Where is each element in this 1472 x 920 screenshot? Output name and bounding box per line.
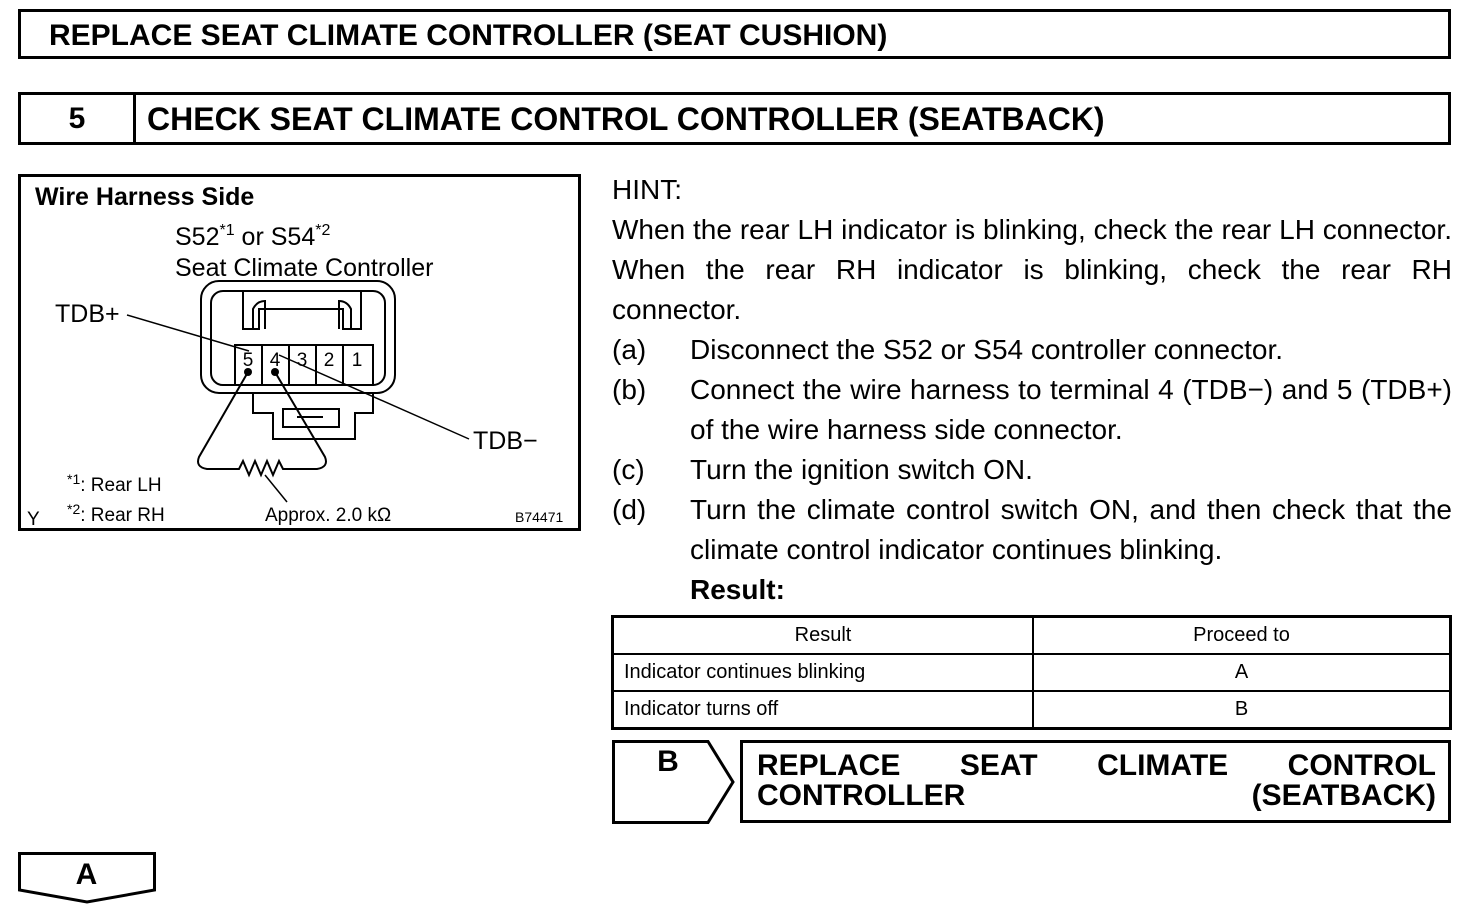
step-label: (d) <box>612 494 647 525</box>
hint-text: When the rear LH indicator is blinking, … <box>612 214 1452 325</box>
step-item: (c) Turn the ignition switch ON. <box>612 450 1452 490</box>
resistance-leader <box>264 474 288 503</box>
top-title: REPLACE SEAT CLIMATE CONTROLLER (SEAT CU… <box>49 19 888 52</box>
step-label: (c) <box>612 454 645 485</box>
note-rear-rh: *2: Rear RH <box>67 501 165 526</box>
step-text: Turn the ignition switch ON. <box>690 454 1033 485</box>
step-header: 5 CHECK SEAT CLIMATE CONTROL CONTROLLER … <box>18 92 1451 145</box>
result-label: Result: <box>690 574 785 605</box>
step-text: Disconnect the S52 or S54 controller con… <box>690 334 1284 365</box>
table-header: Result <box>611 615 1034 655</box>
pin-label: 2 <box>324 350 335 371</box>
instructions: HINT: When the rear LH indicator is blin… <box>612 170 1452 610</box>
step-item: (a) Disconnect the S52 or S54 controller… <box>612 330 1452 370</box>
pin-label: 1 <box>352 350 363 371</box>
result-label-row: Result: <box>612 570 1452 610</box>
label-tdb-minus: TDB− <box>473 427 538 455</box>
note-rear-lh: *1: Rear LH <box>67 471 162 496</box>
table-cell: Indicator continues blinking <box>611 653 1034 692</box>
pin-numbers: 5 4 3 2 1 <box>243 350 363 371</box>
outcome-b-arrow <box>612 740 735 824</box>
meter-lead-wires <box>197 371 327 478</box>
outcome-b-action: REPLACE SEAT CLIMATE CONTROL CONTROLLER … <box>757 749 1436 812</box>
step-item: (d) Turn the climate control switch ON, … <box>612 490 1452 570</box>
outcome-a-arrow <box>18 852 156 904</box>
table-cell: A <box>1032 653 1452 692</box>
step-title: CHECK SEAT CLIMATE CONTROL CONTROLLER (S… <box>147 101 1105 137</box>
table-cell: Indicator turns off <box>611 690 1034 730</box>
table-cell: B <box>1032 690 1452 730</box>
connector-title: S52*1 or S54*2 <box>175 222 330 251</box>
outcome-b-label: B <box>657 745 679 778</box>
outcome-b-action-box: REPLACE SEAT CLIMATE CONTROL CONTROLLER … <box>740 740 1451 823</box>
hint-label: HINT: <box>612 174 682 205</box>
pin-label: 5 <box>243 350 254 371</box>
outcome-a-label: A <box>75 858 98 891</box>
top-title-box: REPLACE SEAT CLIMATE CONTROLLER (SEAT CU… <box>18 9 1451 59</box>
step-text: Turn the climate control switch ON, and … <box>690 494 1452 565</box>
connector-illustration: Wire Harness Side S52*1 or S54*2 Seat Cl… <box>27 183 563 528</box>
table-header-row: Result Proceed to <box>611 615 1452 655</box>
step-label: (b) <box>612 374 647 405</box>
tdb-plus-leader <box>126 314 250 352</box>
connector-body <box>200 280 396 440</box>
step-item: (b) Connect the wire harness to terminal… <box>612 370 1452 450</box>
corner-letter: Y <box>27 509 40 528</box>
connector-subtitle: Seat Climate Controller <box>175 254 433 282</box>
tdb-minus-leader <box>278 354 470 440</box>
result-table: Result Proceed to Indicator continues bl… <box>611 615 1452 730</box>
label-tdb-plus: TDB+ <box>55 300 120 328</box>
step-number: 5 <box>21 95 136 142</box>
resistance-value: Approx. 2.0 kΩ <box>265 505 391 526</box>
table-row: Indicator turns off B <box>611 690 1452 730</box>
step-label: (a) <box>612 334 647 365</box>
table-row: Indicator continues blinking A <box>611 653 1452 692</box>
figure-code: B74471 <box>515 509 563 525</box>
diagram-heading: Wire Harness Side <box>35 183 254 211</box>
wiring-diagram: Wire Harness Side S52*1 or S54*2 Seat Cl… <box>18 174 581 531</box>
pin-label: 4 <box>270 350 281 371</box>
step-text: Connect the wire harness to terminal 4 (… <box>690 374 1452 445</box>
table-header: Proceed to <box>1032 615 1452 655</box>
pin-label: 3 <box>297 350 308 371</box>
